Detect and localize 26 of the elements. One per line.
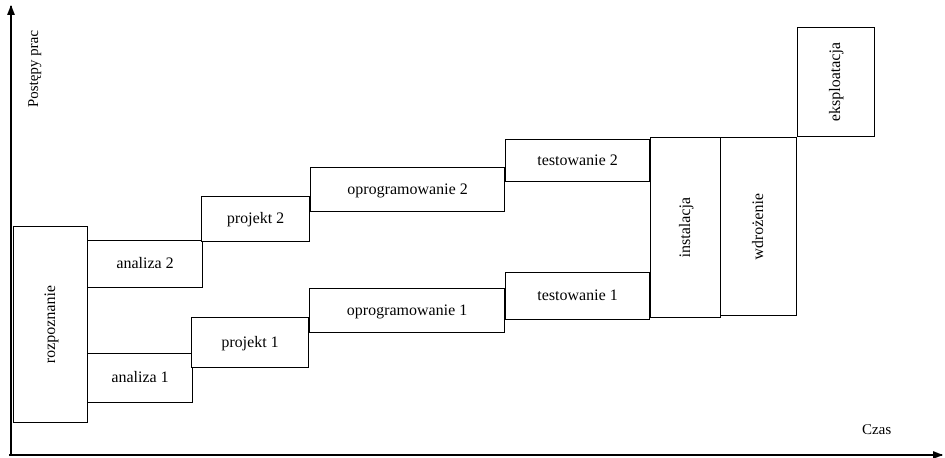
phase-label: instalacja [676,197,694,258]
phase-box [505,139,650,182]
phase-box [505,272,650,320]
phase-box [13,226,88,423]
phase-box [201,196,310,242]
phase-label: oprogramowanie 1 [346,302,468,320]
phase-label: testowanie 1 [537,287,618,305]
phase-box [720,137,797,316]
phase-box [87,353,193,403]
phase-label: testowanie 2 [537,152,618,170]
phase-box [191,317,309,368]
phase-box [797,27,875,137]
phase-label: analiza 2 [116,255,174,273]
x-axis-title: Czas [862,422,892,439]
phase-label: projekt 2 [226,210,284,228]
y-axis-title: Postępy prac [26,30,43,108]
phase-label: wdrożenie [750,193,768,260]
phase-box [87,240,203,288]
phase-label: projekt 1 [221,334,279,352]
phase-label: oprogramowanie 2 [347,180,468,198]
phase-label: eksploatacja [827,42,845,122]
phase-label: analiza 1 [111,369,169,387]
phase-label: rozpoznanie [42,285,60,364]
phase-box [309,288,505,333]
phase-box [310,167,505,212]
phase-box [650,137,721,318]
